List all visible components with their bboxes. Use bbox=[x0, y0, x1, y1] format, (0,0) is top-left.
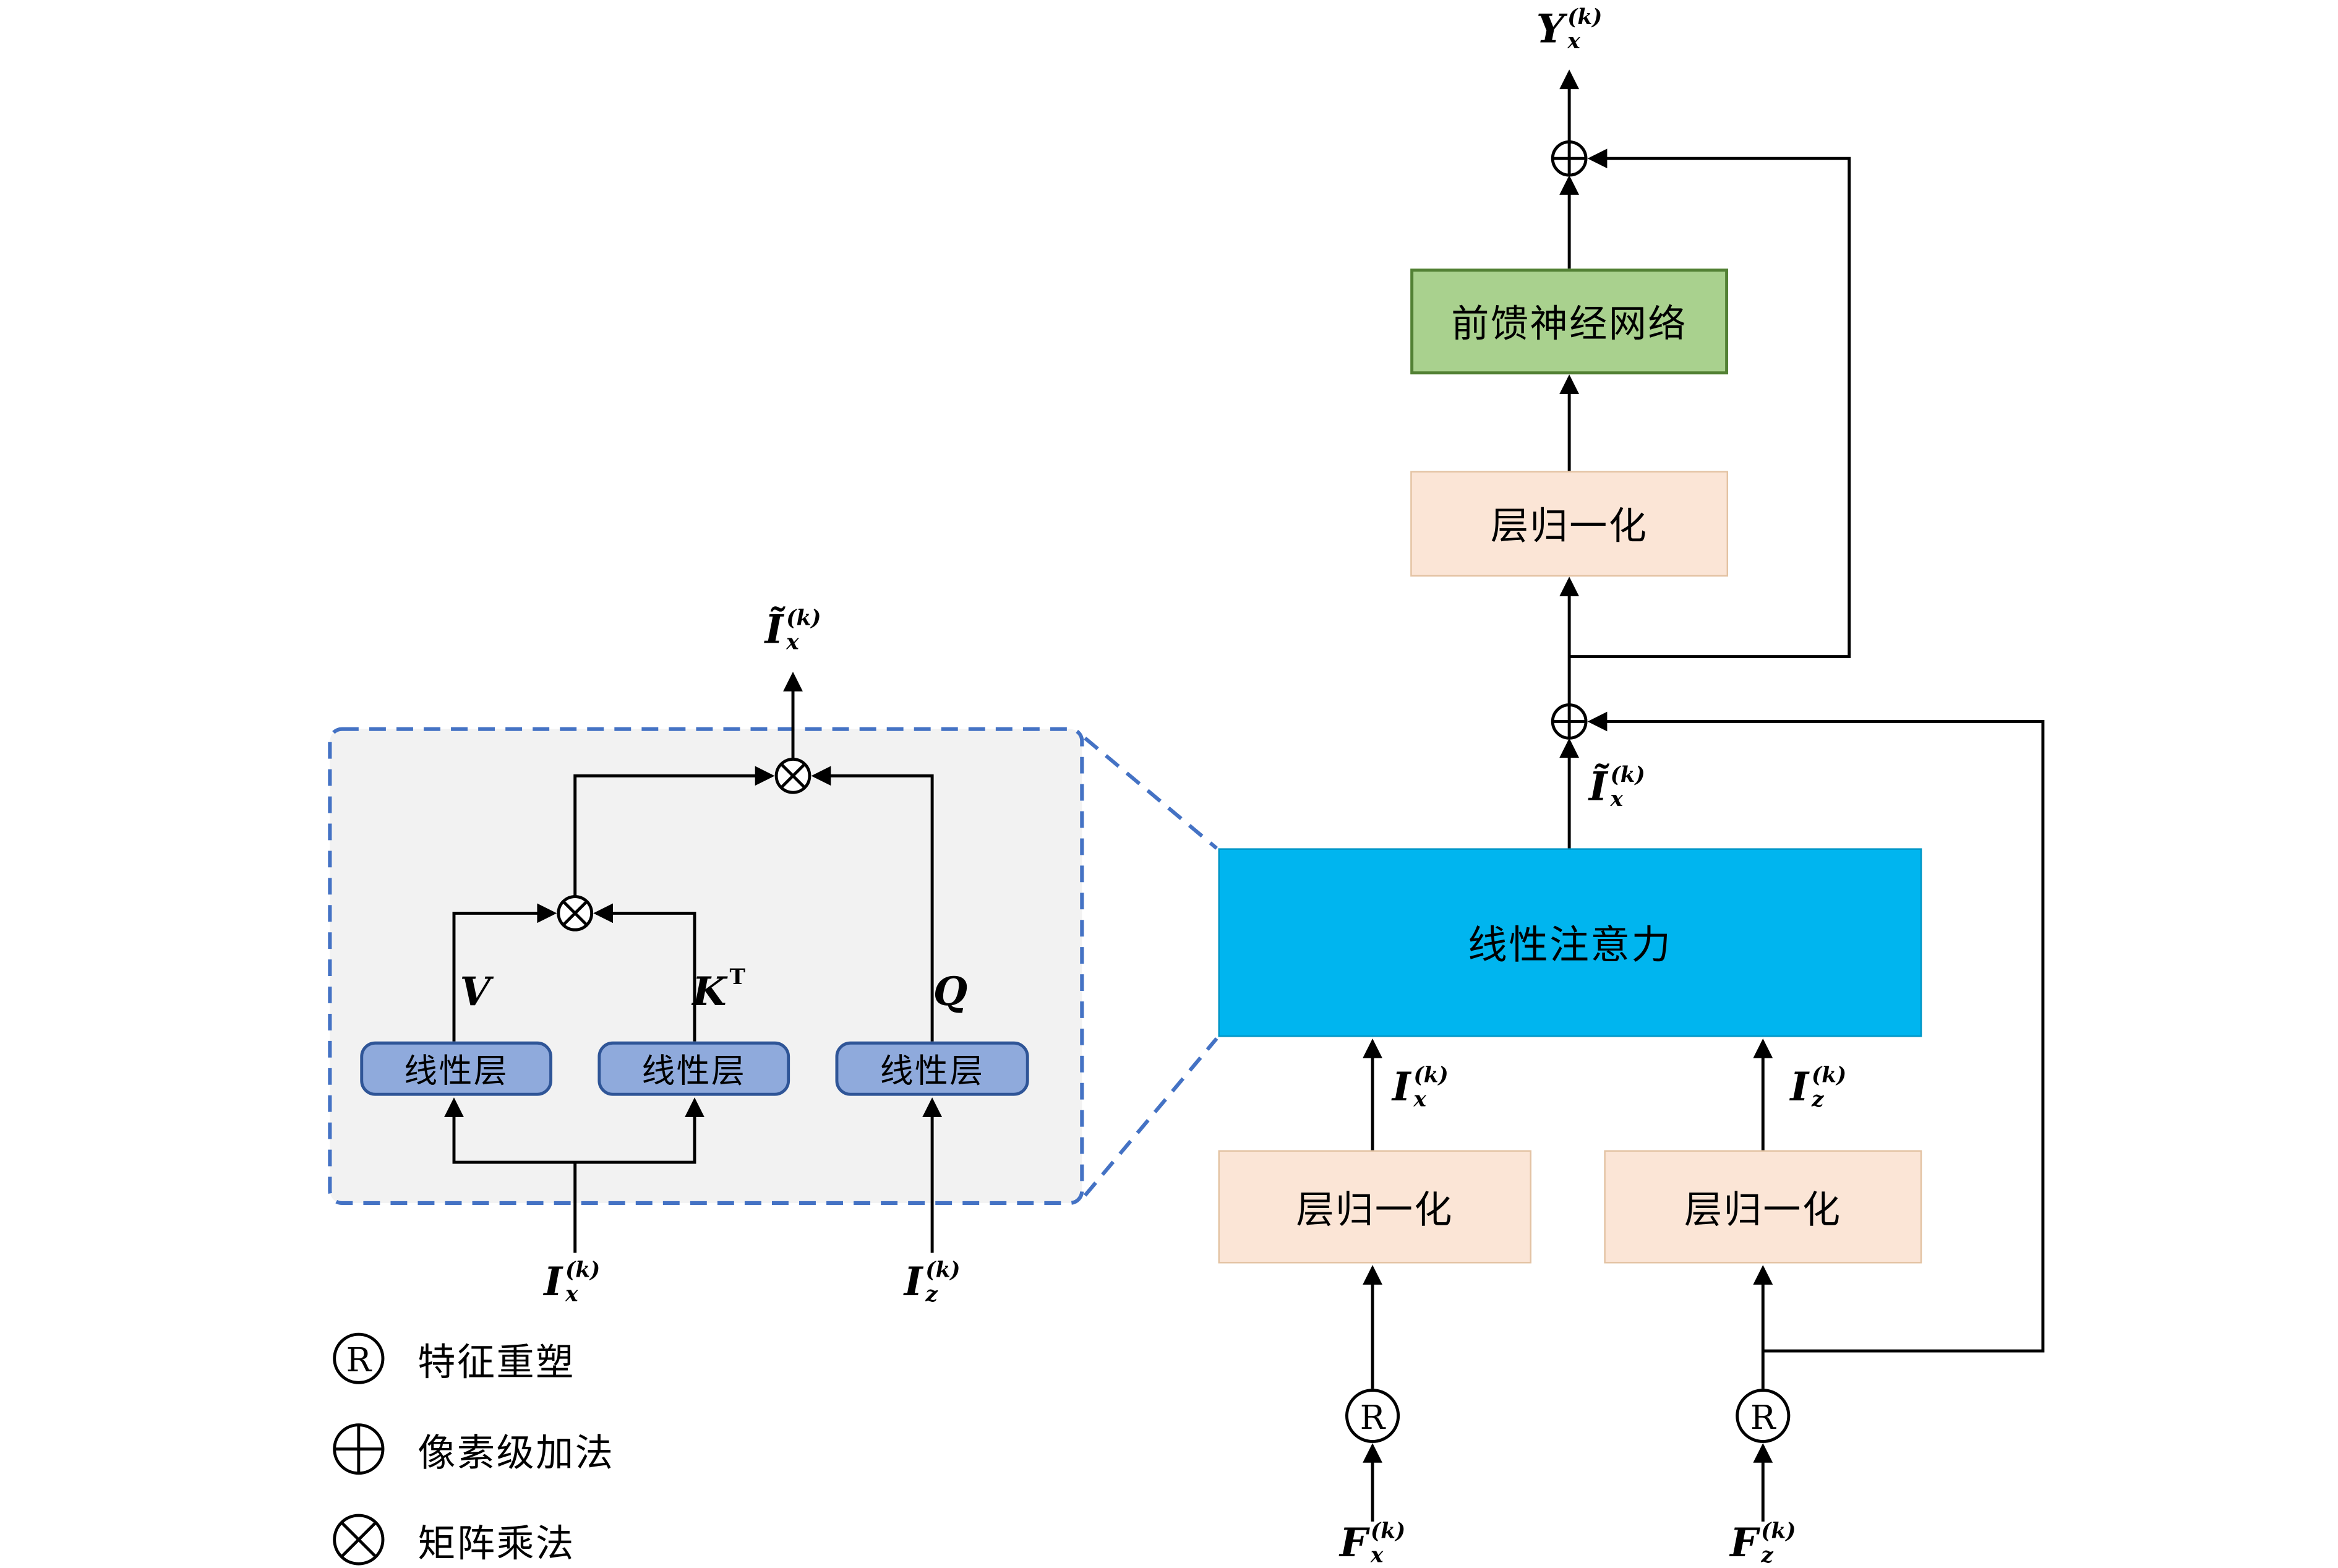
layernorm-box-top-label: 层归一化 bbox=[1490, 505, 1648, 548]
label-i-x-main: I (k)x bbox=[1392, 1064, 1449, 1113]
wire-k-to-matmul-mid bbox=[593, 903, 696, 1042]
callout-line-top bbox=[1084, 736, 1218, 850]
reshape-icon-left: R bbox=[1345, 1389, 1400, 1443]
linear-layer-box-q: 线性层 bbox=[835, 1041, 1029, 1096]
label-y-output: Y (k)x bbox=[1536, 6, 1603, 54]
linear-layer-box-k: 线性层 bbox=[597, 1041, 790, 1096]
legend-add-label: 像素级加法 bbox=[417, 1432, 615, 1475]
label-i-tilde-main: Ĩ (k)x bbox=[1588, 763, 1645, 812]
matmul-icon-top bbox=[774, 758, 811, 794]
layernorm-box-right-label: 层归一化 bbox=[1684, 1188, 1842, 1232]
label-f-x-input: F (k)x bbox=[1339, 1520, 1406, 1568]
label-i-z-main: I (k)z bbox=[1790, 1064, 1847, 1113]
skip-connection-outer bbox=[1569, 148, 1851, 658]
wire-v-to-matmul-mid bbox=[452, 903, 557, 1042]
legend-reshape-letter: R bbox=[346, 1340, 372, 1379]
label-i-z-panel: I (k)z bbox=[904, 1259, 961, 1308]
panel-arrows bbox=[444, 672, 943, 1253]
legend-matmul-icon bbox=[333, 1514, 385, 1566]
add-icon-output bbox=[1551, 140, 1588, 177]
matmul-icon-mid bbox=[557, 895, 594, 932]
add-icon-attention bbox=[1551, 703, 1588, 740]
layernorm-box-top: 层归一化 bbox=[1410, 471, 1729, 577]
reshape-letter: R bbox=[1750, 1398, 1776, 1437]
legend-add-icon bbox=[333, 1423, 385, 1475]
label-k-transpose: K T bbox=[692, 966, 745, 1016]
label-f-z-input: F (k)z bbox=[1730, 1520, 1796, 1568]
linear-layer-box-k-label: 线性层 bbox=[641, 1052, 747, 1090]
layernorm-box-left: 层归一化 bbox=[1218, 1150, 1531, 1264]
ffn-box-label: 前馈神经网络 bbox=[1451, 303, 1687, 346]
ffn-box: 前馈神经网络 bbox=[1410, 268, 1729, 375]
layernorm-box-right: 层归一化 bbox=[1604, 1150, 1922, 1264]
layernorm-box-left-label: 层归一化 bbox=[1296, 1188, 1454, 1232]
linear-layer-box-q-label: 线性层 bbox=[880, 1052, 985, 1090]
wire-ix-input-branch bbox=[453, 1160, 695, 1253]
linear-attention-box: 线性注意力 bbox=[1218, 848, 1922, 1037]
wire-q-to-matmul-top bbox=[811, 766, 934, 1042]
label-v: V bbox=[460, 970, 490, 1016]
legend-reshape-icon: R bbox=[333, 1332, 385, 1384]
linear-layer-box-v: 线性层 bbox=[360, 1041, 553, 1096]
linear-layer-box-v-label: 线性层 bbox=[404, 1052, 509, 1090]
wire-matmul-mid-to-matmul-top bbox=[573, 766, 775, 897]
legend-reshape-label: 特征重塑 bbox=[417, 1342, 575, 1384]
reshape-icon-right: R bbox=[1736, 1389, 1791, 1443]
skip-connection-inner bbox=[1587, 711, 2045, 1353]
label-i-x-panel: I (k)x bbox=[544, 1259, 601, 1308]
flow-arrows bbox=[1363, 69, 2045, 1522]
label-i-tilde-panel: Ĩ (k)x bbox=[764, 607, 821, 656]
linear-attention-box-label: 线性注意力 bbox=[1468, 922, 1672, 968]
label-q: Q bbox=[933, 970, 968, 1016]
legend-matmul-label: 矩阵乘法 bbox=[417, 1523, 575, 1566]
callout-line-bottom bbox=[1083, 1037, 1218, 1197]
reshape-letter: R bbox=[1360, 1398, 1386, 1437]
attention-detail-panel bbox=[328, 727, 1084, 1205]
